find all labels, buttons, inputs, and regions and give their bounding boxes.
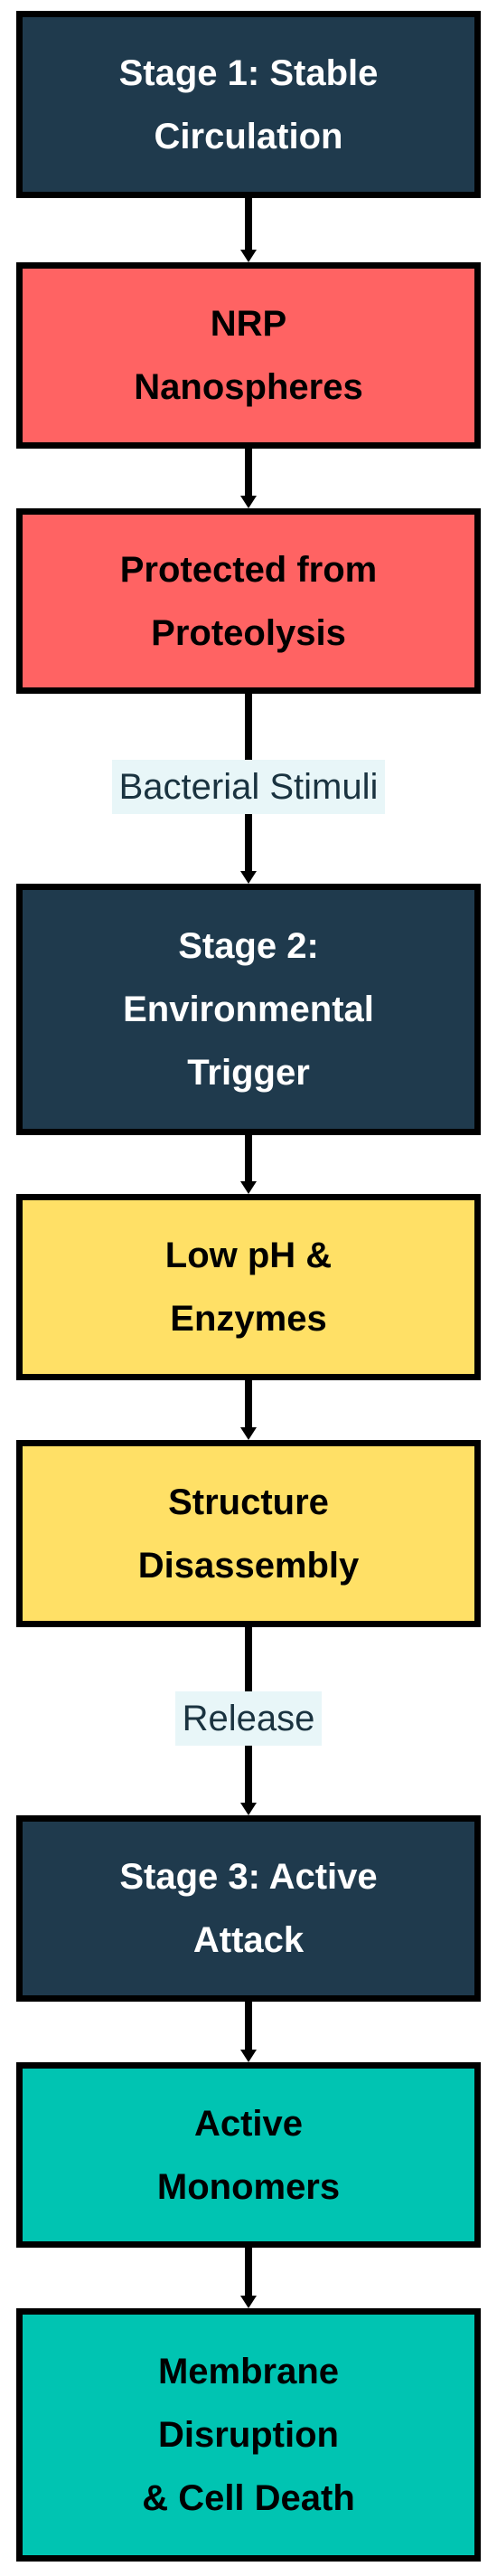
- arrowhead-stage2-to-lowph: [240, 1181, 257, 1194]
- node-stage-3-active-attack: Stage 3: Active Attack: [16, 1815, 481, 2002]
- node-label: Membrane Disruption & Cell Death: [142, 2352, 355, 2518]
- arrowhead-stage1-to-nrp: [240, 250, 257, 262]
- node-label: Stage 2: Environmental Trigger: [123, 926, 374, 1093]
- arrowhead-disassembly-to-stage3: [240, 1803, 257, 1815]
- node-low-ph-enzymes: Low pH & Enzymes: [16, 1194, 481, 1380]
- edge-label-text: Bacterial Stimuli: [111, 760, 386, 814]
- node-label: Low pH & Enzymes: [164, 1236, 333, 1339]
- edge-label-release: Release: [0, 1691, 497, 1746]
- node-active-monomers: Active Monomers: [16, 2062, 481, 2248]
- node-label: NRP Nanospheres: [134, 304, 363, 407]
- node-structure-disassembly: Structure Disassembly: [16, 1440, 481, 1627]
- arrowhead-protected-to-stage2: [240, 871, 257, 884]
- node-membrane-disruption-cell-death: Membrane Disruption & Cell Death: [16, 2308, 481, 2562]
- edge-label-bacterial-stimuli: Bacterial Stimuli: [0, 760, 497, 814]
- node-stage-1-stable-circulation: Stage 1: Stable Circulation: [16, 11, 481, 198]
- arrowhead-nrp-to-protected: [240, 496, 257, 508]
- arrowhead-monomers-to-membrane: [240, 2296, 257, 2308]
- node-label: Active Monomers: [156, 2103, 341, 2207]
- node-label: Stage 3: Active Attack: [119, 1857, 378, 1960]
- node-label: Structure Disassembly: [137, 1482, 360, 1586]
- node-label: Stage 1: Stable Circulation: [118, 52, 379, 156]
- node-label: Protected from Proteolysis: [119, 549, 378, 653]
- arrowhead-stage3-to-monomers: [240, 2050, 257, 2062]
- node-protected-from-proteolysis: Protected from Proteolysis: [16, 508, 481, 694]
- node-stage-2-environmental-trigger: Stage 2: Environmental Trigger: [16, 884, 481, 1135]
- edge-label-text: Release: [174, 1691, 323, 1746]
- arrowhead-lowph-to-disassembly: [240, 1427, 257, 1440]
- node-nrp-nanospheres: NRP Nanospheres: [16, 262, 481, 449]
